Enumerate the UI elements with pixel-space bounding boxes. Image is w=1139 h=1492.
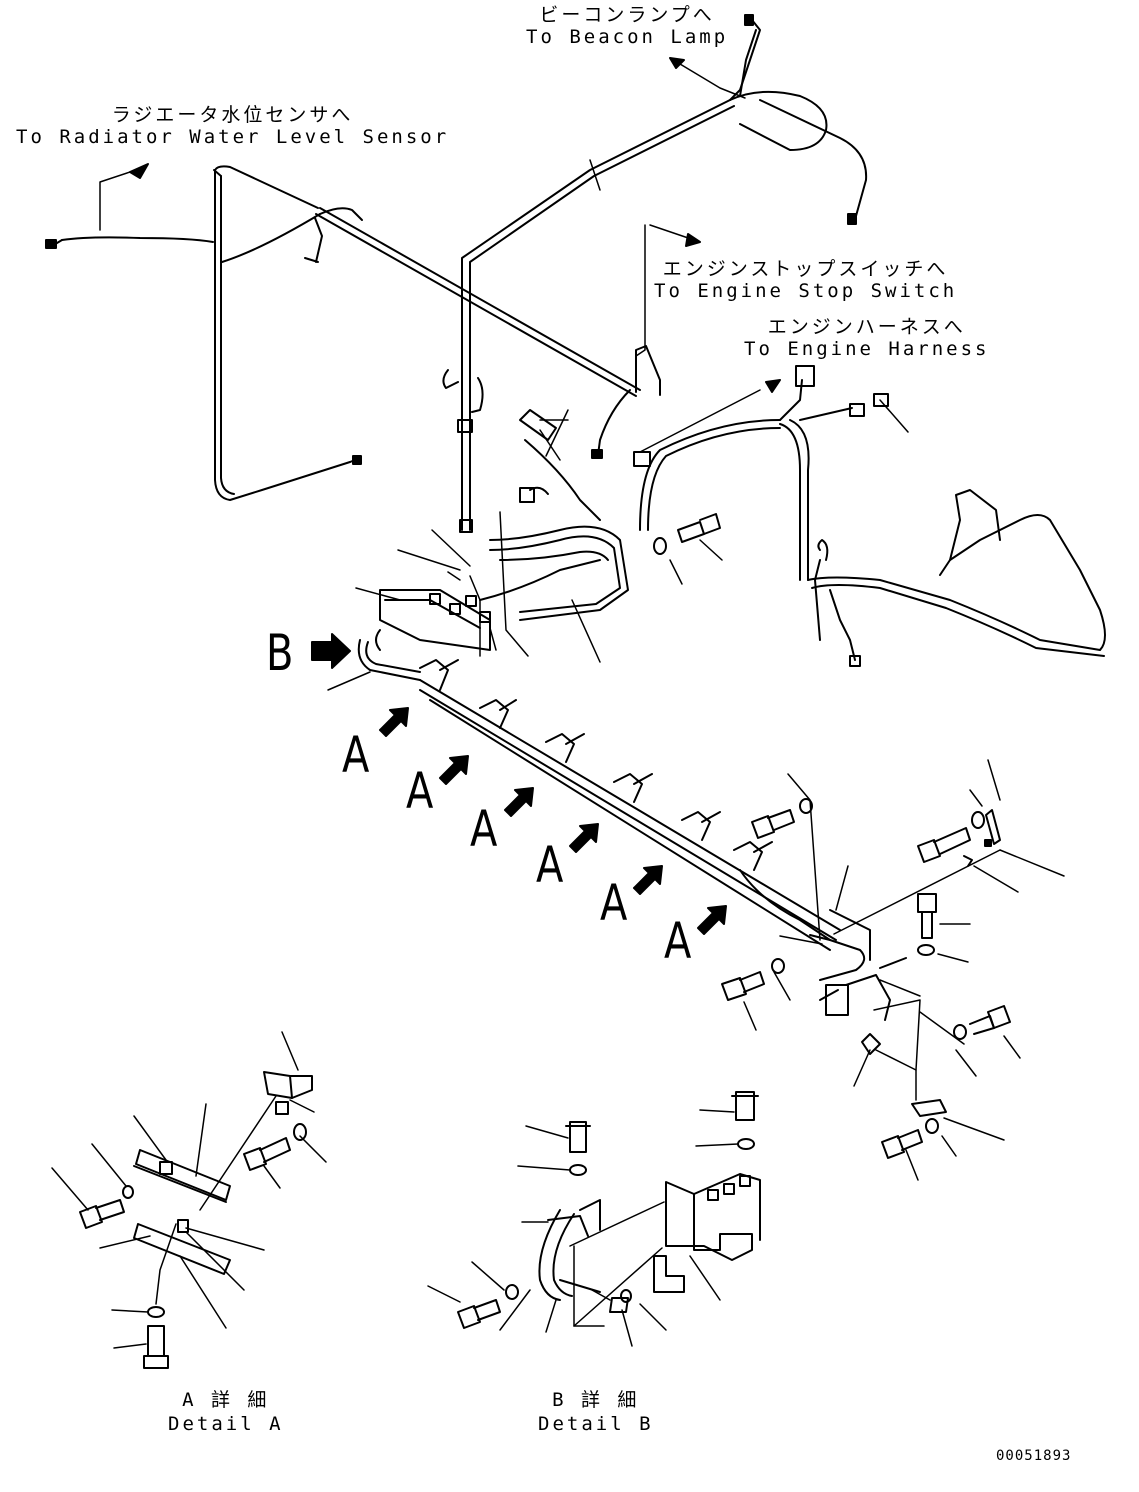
callout-radiator-sensor-jp: ラジエータ水位センサへ <box>111 104 354 126</box>
detail-b-drawing <box>427 1091 761 1347</box>
callout-radiator-sensor: ラジエータ水位センサへ To Radiator Water Level Sens… <box>16 104 449 148</box>
engine-harness-branch <box>633 365 1106 667</box>
callout-engine-stop-switch: エンジンストップスイッチへ To Engine Stop Switch <box>654 258 957 302</box>
leader-lines-main <box>99 57 1065 1181</box>
callout-engine-stop-switch-jp: エンジンストップスイッチへ <box>662 258 949 280</box>
callout-engine-stop-switch-en: To Engine Stop Switch <box>654 280 958 302</box>
detail-b-caption-jp: B 詳 細 <box>552 1389 640 1411</box>
view-mark-a-2: A <box>406 762 434 820</box>
view-mark-a-5: A <box>600 874 628 932</box>
detail-b-caption-en: Detail B <box>538 1413 654 1435</box>
detail-a-caption-en: Detail A <box>168 1413 284 1435</box>
view-mark-a-6: A <box>664 912 692 970</box>
callout-beacon-lamp-jp: ビーコンランプへ <box>539 4 715 26</box>
detail-a-caption-jp: A 詳 細 <box>182 1389 270 1411</box>
detail-b-caption: B 詳 細 Detail B <box>538 1388 654 1436</box>
callout-engine-harness-en: To Engine Harness <box>744 338 990 360</box>
view-mark-b: B <box>266 624 294 682</box>
view-mark-a-3: A <box>470 800 498 858</box>
bracket-b-cluster <box>357 409 629 681</box>
callout-engine-harness: エンジンハーネスへ To Engine Harness <box>744 316 989 360</box>
detail-a-caption: A 詳 細 Detail A <box>168 1388 284 1436</box>
bolts-main <box>653 513 1011 1159</box>
callout-beacon-lamp: ビーコンランプへ To Beacon Lamp <box>526 4 728 48</box>
view-mark-a-4: A <box>536 836 564 894</box>
drawing-number: 00051893 <box>996 1448 1072 1464</box>
overhead-harness <box>45 14 868 533</box>
callout-radiator-sensor-en: To Radiator Water Level Sensor <box>16 126 450 148</box>
detail-a-drawing <box>51 1031 327 1369</box>
view-mark-a-1: A <box>342 726 370 784</box>
callout-engine-harness-jp: エンジンハーネスへ <box>767 316 966 338</box>
callout-beacon-lamp-en: To Beacon Lamp <box>526 26 729 48</box>
view-arrows <box>129 57 781 935</box>
long-conduit <box>419 659 907 1021</box>
